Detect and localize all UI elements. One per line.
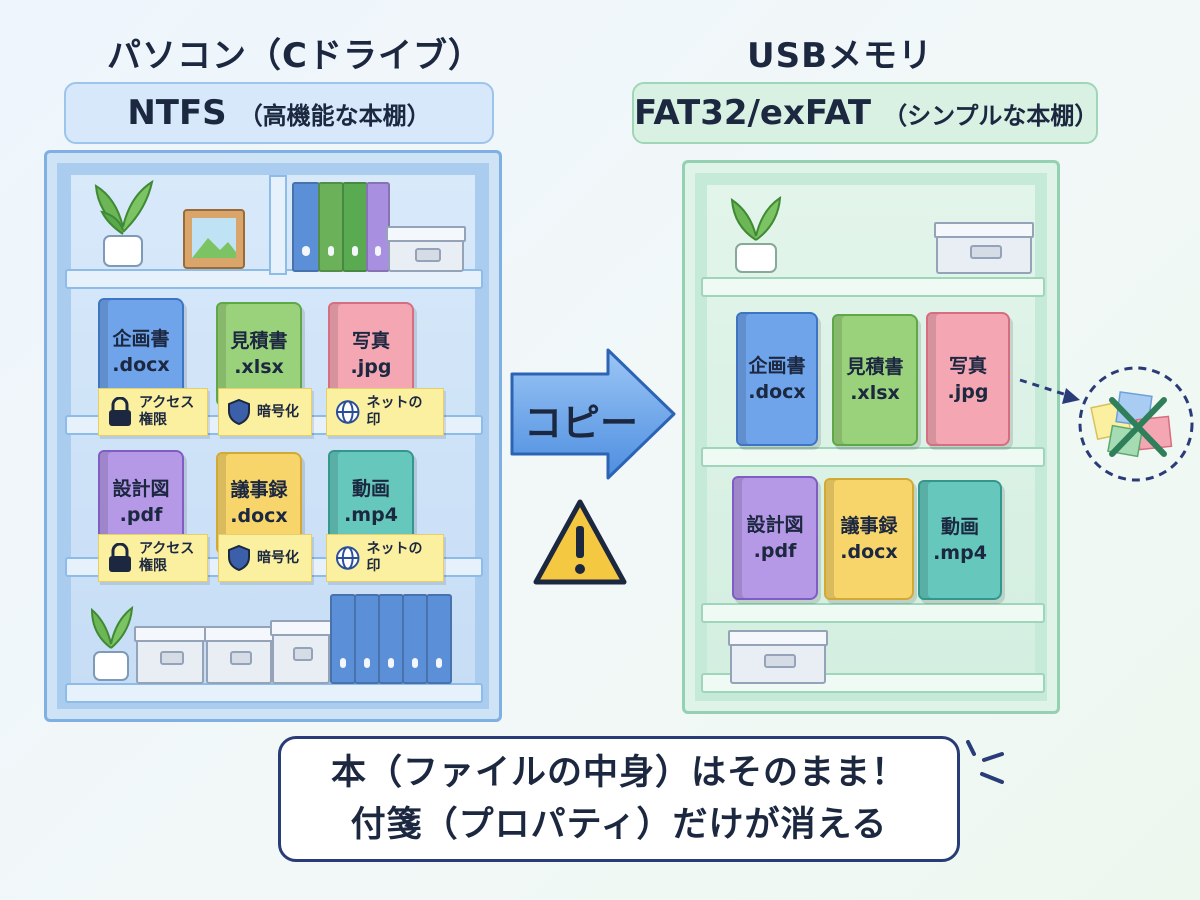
plant-icon [94, 179, 154, 267]
left-fs-name: NTFS [127, 93, 227, 133]
right-fs-name: FAT32/exFAT [634, 93, 872, 133]
book-file: 動画.mp4 [918, 480, 1002, 600]
shelf-divider [269, 175, 287, 275]
storage-box-icon [386, 226, 466, 272]
book-file: 企画書.docx [736, 312, 818, 446]
globe-icon [335, 400, 360, 424]
shield-icon [228, 544, 250, 572]
storage-box-icon [270, 620, 332, 684]
storage-box-icon [728, 630, 828, 684]
right-title: USBメモリ [746, 36, 933, 76]
left-fs-label: NTFS （高機能な本棚） [64, 82, 494, 144]
storage-box-icon [934, 222, 1034, 274]
binder-icon [292, 182, 320, 272]
sticky-note-encrypt: 暗号化 [218, 388, 312, 436]
shelf-board [65, 683, 483, 703]
book-file: 写真.jpg [926, 312, 1010, 446]
plant-icon [90, 605, 134, 681]
shield-icon [228, 398, 250, 426]
summary-line-1: 本（ファイルの中身）はそのまま！ [330, 753, 907, 793]
lock-icon [109, 397, 131, 426]
plant-icon [730, 196, 782, 273]
sticky-note-access: アクセス 権限 [98, 388, 208, 436]
summary-line-2: 付箋（プロパティ）だけが消える [350, 805, 888, 845]
book-file: 議事録.docx [824, 478, 914, 600]
sticky-note-web: ネットの印 [326, 534, 444, 582]
storage-box-icon [134, 626, 206, 684]
sticky-note-encrypt: 暗号化 [218, 534, 312, 582]
warning-icon [533, 499, 627, 585]
book-file: 見積書.xlsx [832, 314, 918, 446]
shelf-board [701, 277, 1045, 297]
lost-sticky-notes-icon [1019, 366, 1194, 482]
globe-icon [335, 546, 360, 570]
binder-icon [378, 594, 404, 684]
binder-icon [342, 182, 368, 272]
lock-icon [109, 543, 131, 572]
shelf-board [701, 603, 1045, 623]
left-fs-desc: （高機能な本棚） [238, 101, 431, 130]
binder-icon [318, 182, 344, 272]
sticky-note-access: アクセス 権限 [98, 534, 208, 582]
binder-icon [426, 594, 452, 684]
shelf-board [701, 447, 1045, 467]
left-title: パソコン（Cドライブ） [107, 36, 483, 76]
summary-message: 本（ファイルの中身）はそのまま！ 付箋（プロパティ）だけが消える [278, 736, 960, 862]
right-fs-label: FAT32/exFAT （シンプルな本棚） [632, 82, 1098, 144]
binder-icon [402, 594, 428, 684]
copy-arrow-icon [510, 348, 676, 480]
binder-icon [330, 594, 356, 684]
sticky-note-web: ネットの印 [326, 388, 444, 436]
right-fs-desc: （シンプルな本棚） [883, 101, 1099, 130]
book-file: 設計図.pdf [732, 476, 818, 600]
emphasis-lines-icon [966, 740, 1004, 784]
storage-box-icon [204, 626, 274, 684]
picture-frame-icon [183, 209, 245, 269]
copy-label: コピー [524, 401, 639, 445]
binder-icon [354, 594, 380, 684]
